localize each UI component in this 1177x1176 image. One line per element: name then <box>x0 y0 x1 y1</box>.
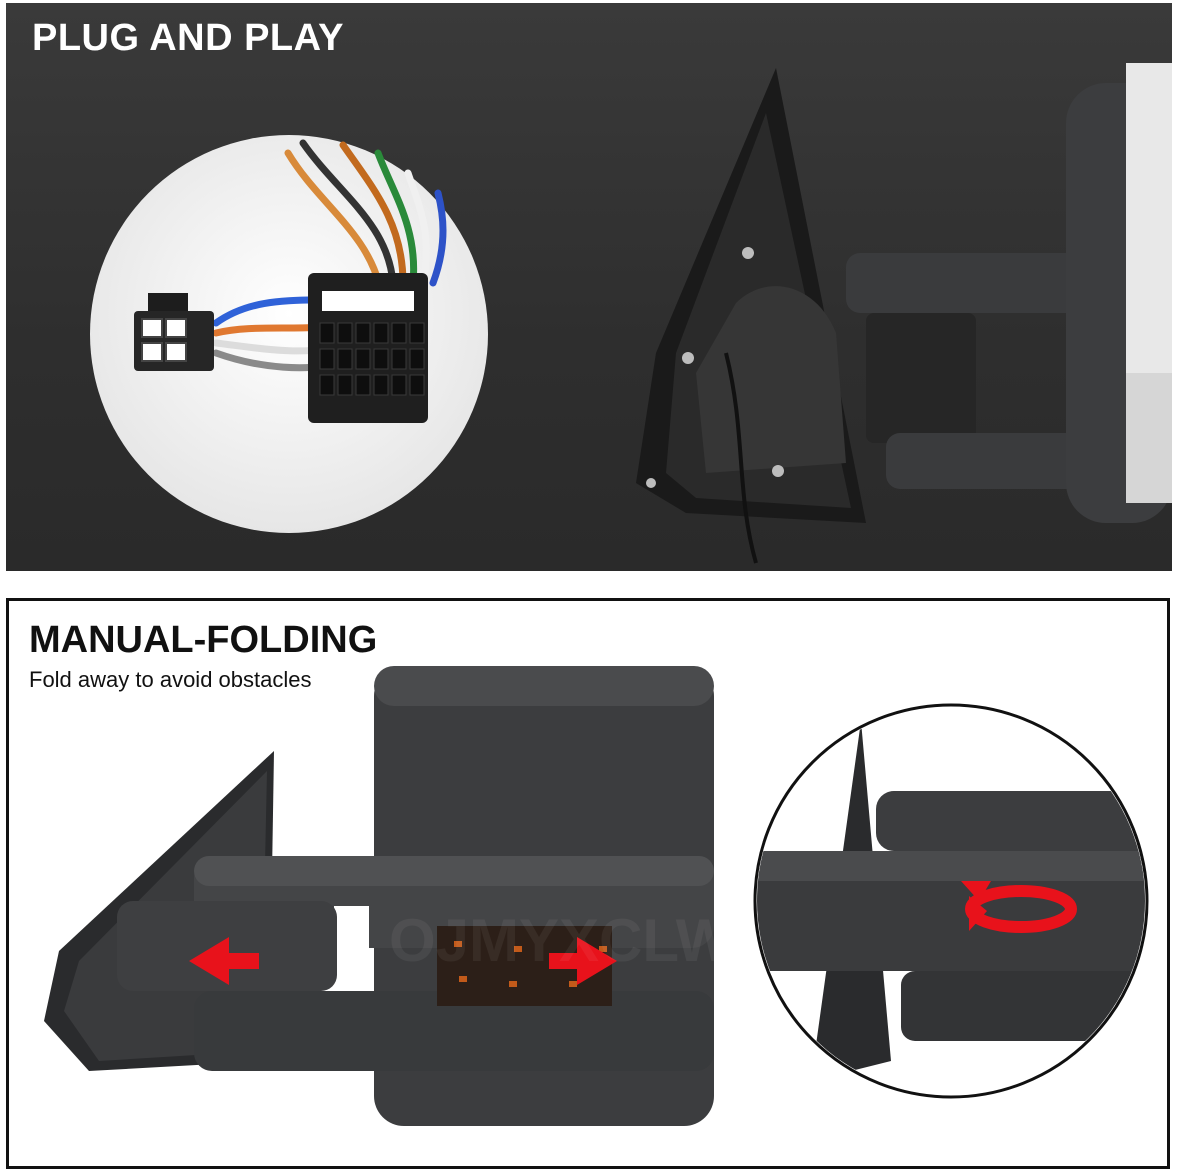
towing-mirror-image: OJMYXCLW <box>44 666 729 1126</box>
manual-folding-panel: MANUAL-FOLDING Fold away to avoid obstac… <box>6 598 1170 1169</box>
panel-title: PLUG AND PLAY <box>32 17 344 59</box>
panel-subtitle: Fold away to avoid obstacles <box>29 667 312 692</box>
connector-closeup-image <box>90 135 488 533</box>
plug-and-play-panel: PLUG AND PLAY <box>6 3 1172 571</box>
watermark-text: OJMYXCLW <box>389 907 729 974</box>
mirror-mount-image <box>636 63 1172 564</box>
panel-title: MANUAL-FOLDING <box>29 619 378 661</box>
fold-pivot-closeup-image <box>753 703 1149 1099</box>
